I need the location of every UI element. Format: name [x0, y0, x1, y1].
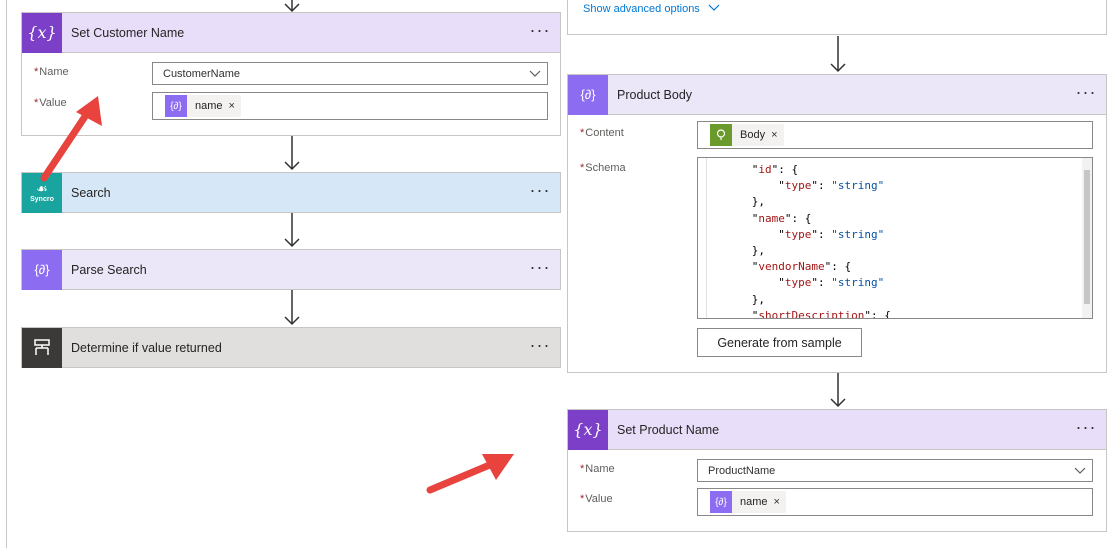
- variable-icon: {x}: [22, 12, 62, 53]
- value-field-label: *Value: [580, 493, 613, 505]
- generate-from-sample-button[interactable]: Generate from sample: [697, 328, 862, 357]
- remove-token-icon[interactable]: ×: [228, 100, 235, 112]
- parse-json-icon: {∂}: [568, 74, 608, 115]
- connector-arrow-4: [830, 36, 846, 73]
- dynamic-token-name[interactable]: {∂} name ×: [710, 491, 786, 513]
- chevron-down-icon: [1074, 467, 1086, 474]
- parse-json-icon: {∂}: [165, 95, 187, 117]
- search-action-header[interactable]: ☙ Syncro Search ···: [21, 172, 561, 213]
- customer-name-dropdown[interactable]: CustomerName: [152, 62, 548, 85]
- connector-arrow-5: [830, 373, 846, 408]
- card-title: Set Customer Name: [71, 25, 185, 40]
- more-options-icon[interactable]: ···: [529, 19, 551, 40]
- set-customer-name-header[interactable]: {x} Set Customer Name ···: [21, 12, 561, 53]
- schema-scrollbar[interactable]: [1082, 158, 1092, 318]
- product-name-dropdown[interactable]: ProductName: [697, 459, 1093, 482]
- schema-code-line: "type": "string": [712, 276, 885, 290]
- schema-code-line: "id": {: [712, 163, 799, 176]
- card-title: Search: [71, 185, 111, 200]
- schema-code-line: },: [712, 243, 765, 257]
- more-options-icon[interactable]: ···: [529, 334, 551, 355]
- previous-action-card-bottom: [567, 0, 1107, 35]
- parse-json-icon: {∂}: [22, 249, 62, 290]
- schema-code-line: "name": {: [712, 211, 812, 225]
- dynamic-token-name[interactable]: {∂} name ×: [165, 95, 241, 117]
- card-title: Parse Search: [71, 262, 147, 277]
- product-value-input[interactable]: {∂} name ×: [697, 488, 1093, 516]
- more-options-icon[interactable]: ···: [529, 256, 551, 277]
- schema-code-line: "vendorName": {: [712, 260, 852, 274]
- dynamic-token-body[interactable]: Body ×: [710, 124, 784, 146]
- condition-icon: [22, 327, 62, 368]
- canvas-left-border: [6, 0, 7, 548]
- schema-editor[interactable]: "id": { "type": "string" }, "name": { "t…: [697, 157, 1093, 319]
- card-title: Set Product Name: [617, 422, 720, 437]
- schema-code-line: },: [712, 292, 765, 306]
- schema-field-label: *Schema: [580, 162, 626, 174]
- show-advanced-options-link[interactable]: Show advanced options: [583, 3, 721, 15]
- value-field-label: *Value: [34, 97, 67, 109]
- chevron-down-icon: [708, 4, 720, 11]
- connector-arrow-top: [284, 0, 300, 13]
- connector-arrow-3: [284, 290, 300, 326]
- remove-token-icon[interactable]: ×: [773, 496, 780, 508]
- card-title: Determine if value returned: [71, 340, 222, 355]
- remove-token-icon[interactable]: ×: [771, 129, 778, 141]
- card-title: Product Body: [617, 87, 693, 102]
- annotation-arrow-upper: [40, 96, 102, 182]
- set-product-name-header[interactable]: {x} Set Product Name ···: [567, 409, 1107, 450]
- content-field-label: *Content: [580, 127, 624, 139]
- name-field-label: *Name: [34, 66, 69, 78]
- product-body-header[interactable]: {∂} Product Body ···: [567, 74, 1107, 115]
- more-options-icon[interactable]: ···: [1075, 81, 1097, 102]
- connector-arrow-2: [284, 213, 300, 248]
- more-options-icon[interactable]: ···: [1075, 416, 1097, 437]
- chevron-down-icon: [529, 70, 541, 77]
- parse-json-icon: {∂}: [710, 491, 732, 513]
- schema-code-line: "type": "string": [712, 179, 885, 193]
- schema-code-line: "shortDescription": {: [712, 308, 891, 319]
- customer-value-input[interactable]: {∂} name ×: [152, 92, 548, 120]
- parse-search-header[interactable]: {∂} Parse Search ···: [21, 249, 561, 290]
- schema-code: "id": { "type": "string" }, "name": { "t…: [712, 162, 891, 319]
- name-field-label: *Name: [580, 463, 615, 475]
- more-options-icon[interactable]: ···: [529, 179, 551, 200]
- schema-code-line: "type": "string": [712, 227, 885, 241]
- content-input[interactable]: Body ×: [697, 121, 1093, 149]
- condition-header[interactable]: Determine if value returned ···: [21, 327, 561, 368]
- trigger-bulb-icon: [710, 124, 732, 146]
- connector-arrow-1: [284, 136, 300, 171]
- variable-icon: {x}: [568, 409, 608, 450]
- annotation-arrow-lower: [426, 454, 514, 494]
- schema-code-line: },: [712, 195, 765, 209]
